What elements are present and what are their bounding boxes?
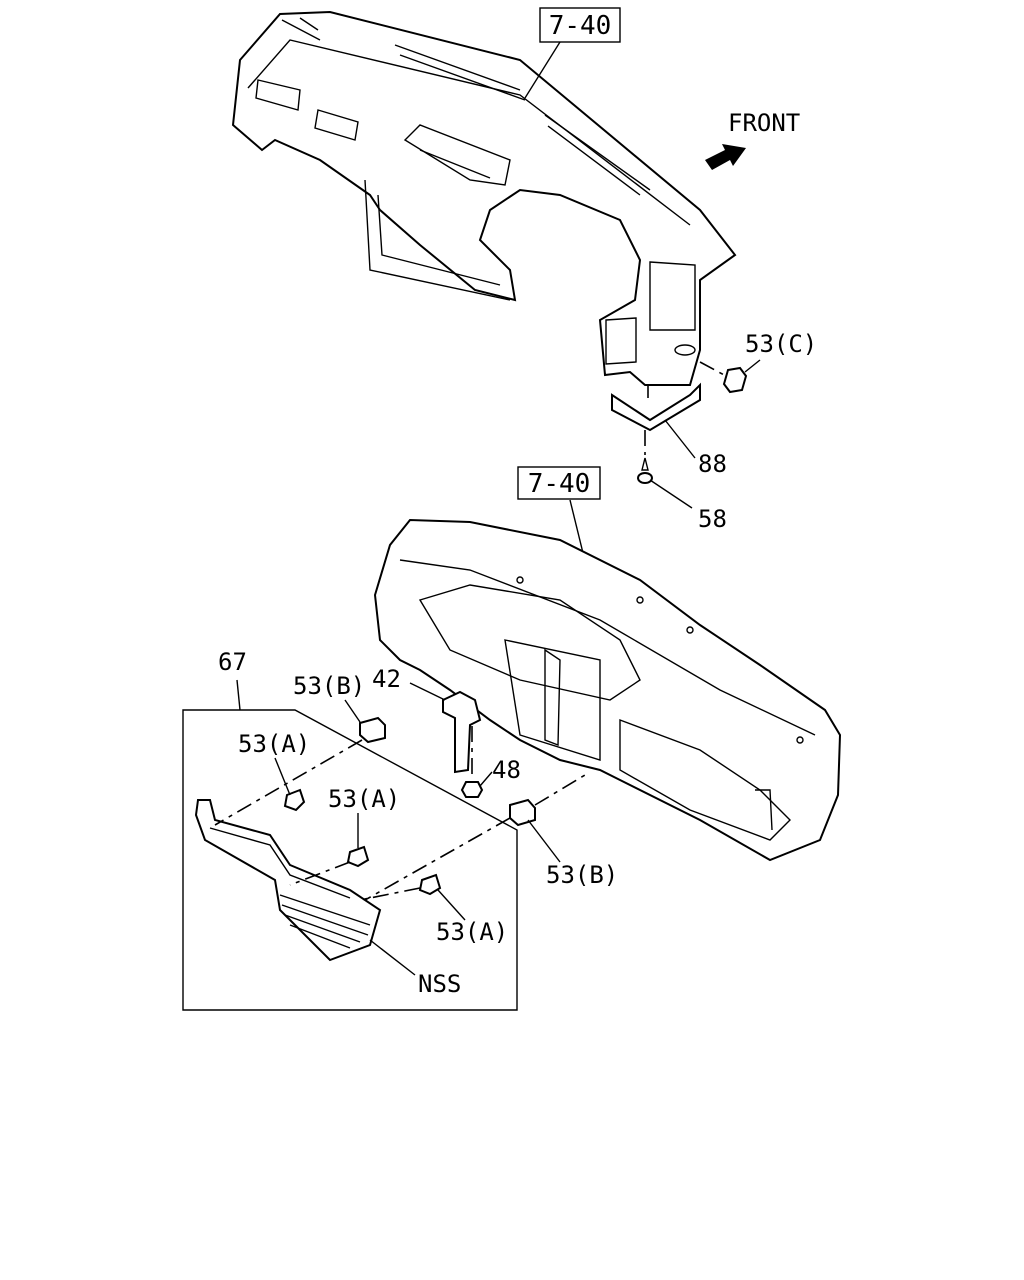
callout-42: 42 <box>372 665 401 693</box>
bracket-icon: 42 <box>372 665 482 774</box>
front-arrow-icon: FRONT <box>705 109 800 170</box>
callout-67: 67 <box>218 648 247 676</box>
callout-53c: 53(C) <box>745 330 817 358</box>
reference-box-lower: 7-40 <box>517 466 601 554</box>
clip-53a-2: 53(A) <box>289 785 400 886</box>
clip-icon: 53(C) <box>699 330 817 394</box>
reference-label-upper: 7-40 <box>549 11 612 41</box>
reference-label-lower: 7-40 <box>528 469 591 499</box>
callout-58: 58 <box>698 505 727 533</box>
clip-53b-bottom: 53(B) <box>364 774 618 901</box>
callout-nss: NSS <box>418 970 461 998</box>
callout-53b-bottom: 53(B) <box>546 861 618 889</box>
callout-53b-top: 53(B) <box>293 672 365 700</box>
front-label: FRONT <box>728 109 800 137</box>
callout-53a-2: 53(A) <box>328 785 400 813</box>
clip-53b-top: 53(B) <box>214 672 386 826</box>
callout-53a-3: 53(A) <box>436 918 508 946</box>
lower-cover-icon: NSS <box>194 799 461 998</box>
screw-icon: 58 <box>637 457 727 533</box>
clip-53a-3: 53(A) <box>359 873 508 946</box>
group-box-67: 67 <box>182 648 518 1011</box>
panel-frame-icon <box>373 518 842 862</box>
reference-box-upper: 7-40 <box>524 7 621 99</box>
instrument-panel-icon <box>231 10 737 386</box>
cover-bracket-88: 88 <box>611 382 727 478</box>
callout-88: 88 <box>698 450 727 478</box>
callout-48: 48 <box>492 756 521 784</box>
callout-53a-1: 53(A) <box>238 730 310 758</box>
clip-53a-1: 53(A) <box>238 730 310 812</box>
nut-icon: 48 <box>460 726 521 798</box>
